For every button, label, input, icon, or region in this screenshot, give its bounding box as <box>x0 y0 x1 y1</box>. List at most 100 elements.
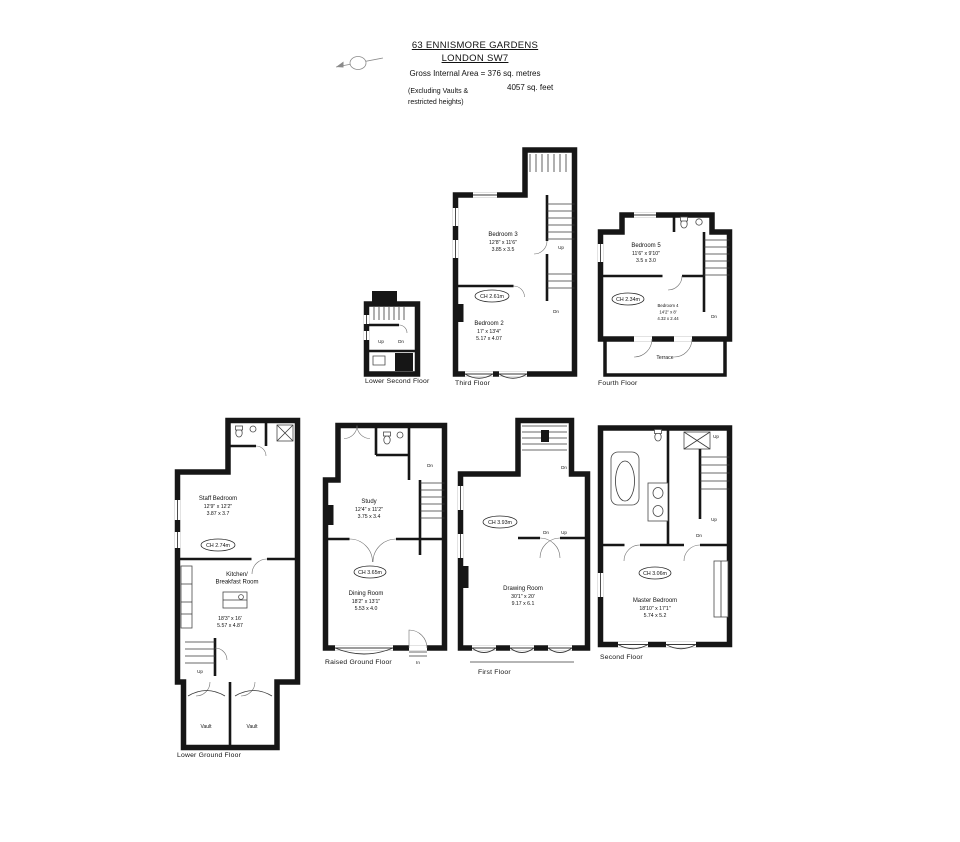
room-name: Staff Bedroom <box>199 496 237 502</box>
toilet-cistern-icon <box>654 429 662 434</box>
floor-label-lower-second: Lower Second Floor <box>365 378 430 385</box>
plan-lower-second-floor: Up Dn <box>363 291 421 377</box>
compass-arrowhead <box>336 61 344 68</box>
room-name: Bedroom 5 <box>631 243 661 249</box>
stair-up-label: Up <box>378 339 384 344</box>
sink-icon <box>695 218 703 226</box>
stair-core-block <box>541 430 549 442</box>
plan-third-floor: Up Bedroom 3 12'8" x 11'6" 3.85 x 3.5 CH… <box>452 147 578 379</box>
entrance-in-label: In <box>416 660 420 665</box>
bathtub-icon <box>610 451 640 506</box>
french-windows <box>471 647 573 653</box>
room-dims-imperial: 12'9" x 12'2" <box>204 504 233 510</box>
bay-window <box>617 644 697 650</box>
plan-fourth-floor: Dn Bedroom 5 11'6" x 9'10" 3.5 x 3.0 CH … <box>597 212 733 377</box>
outer-wall <box>597 212 733 342</box>
outer-wall <box>452 147 578 377</box>
room-dims-metric: 3.75 x 3.4 <box>358 514 381 520</box>
chimney-block <box>460 566 469 588</box>
stair-up-label: Up <box>711 517 717 522</box>
door-arc <box>667 275 683 291</box>
gross-area-imperial: 4057 sq. feet <box>507 83 554 92</box>
window-pane <box>455 194 497 258</box>
solid-block <box>395 353 413 371</box>
ceiling-height-oval <box>200 538 236 552</box>
stairs <box>547 203 575 240</box>
entrance-door-arc <box>408 629 428 649</box>
excluding-note-line2: restricted heights) <box>408 99 464 106</box>
ceiling-height-oval <box>482 515 518 529</box>
room-dims-imperial: 14'2" x 8' <box>659 310 676 315</box>
floor-label-raised-ground: Raised Ground Floor <box>325 659 392 666</box>
door-arc <box>513 285 525 298</box>
room-name: Bedroom 2 <box>474 321 504 327</box>
sink-icon <box>249 425 257 433</box>
vault-arch <box>187 690 273 697</box>
ceiling-height-oval <box>611 292 645 306</box>
room-dims-metric: 3.85 x 3.5 <box>492 247 515 253</box>
door-arc <box>255 445 267 457</box>
double-door-arcs <box>539 537 561 559</box>
plan-raised-ground-floor: Dn Study 12'4" x 11'2" 3.75 x 3.4 CH 3.6… <box>322 422 448 665</box>
ceiling-height-oval <box>353 565 387 579</box>
stair-up-label: Up <box>197 669 203 674</box>
entrance-steps <box>409 651 427 657</box>
bay-window <box>334 647 394 655</box>
plan-second-floor: Up Up Dn CH 3.06m Master Bedroom 18'10" … <box>597 425 733 650</box>
sink-icon <box>652 505 664 517</box>
room-dims-metric: 3.5 x 3.0 <box>636 258 656 264</box>
stairs <box>704 239 730 276</box>
double-door-arcs <box>349 538 397 563</box>
floor-label-second: Second Floor <box>600 654 643 661</box>
plan-lower-ground-floor: Staff Bedroom 12'9" x 12'2" 3.87 x 3.7 C… <box>174 417 301 751</box>
plan-first-floor: Dn Dn Up CH 3.93m Drawing Room 30'1" x 2… <box>457 417 591 663</box>
ceiling-height-label: CH 3.93m <box>488 520 512 526</box>
room-dims-imperial: 12'4" x 11'2" <box>355 507 383 513</box>
island-sink-icon <box>238 594 244 600</box>
sink-icon <box>396 431 404 439</box>
ceiling-height-label: CH 2.34m <box>616 297 640 303</box>
room-name: Drawing Room <box>503 586 543 592</box>
room-name-line1: Kitchen/ <box>226 572 248 578</box>
gross-area-metric: Gross Internal Area = 376 sq. metres <box>409 69 541 78</box>
excluding-note-line1: (Excluding Vaults & <box>408 88 469 95</box>
stair-dn-label: Dn <box>711 314 717 319</box>
toilet-cistern-icon <box>235 425 243 431</box>
room-name: Bedroom 3 <box>488 232 518 238</box>
floor-label-fourth: Fourth Floor <box>598 380 638 387</box>
stair-up-label: Up <box>713 434 719 439</box>
ceiling-height-label: CH 3.65m <box>358 570 382 576</box>
stairs <box>373 307 405 320</box>
door-arc <box>195 681 256 697</box>
property-title: 63 ENNISMORE GARDENS <box>411 40 539 51</box>
door-arc <box>623 544 701 562</box>
room-dims-metric: 5.17 x 4.07 <box>476 336 502 342</box>
ceiling-height-label: CH 2.61m <box>480 294 504 300</box>
outer-wall <box>174 417 301 751</box>
chimney-block <box>372 291 397 304</box>
sink-icon <box>652 487 664 499</box>
vault-label: Vault <box>246 724 258 730</box>
shower-cross <box>276 424 294 442</box>
kitchen-counter <box>180 565 193 629</box>
stairs <box>700 456 730 490</box>
property-city: LONDON SW7 <box>441 53 509 64</box>
chimney-block <box>325 505 334 525</box>
appliance-lines <box>181 583 192 615</box>
room-name: Bedroom 4 <box>657 303 679 308</box>
stair-up-label: Up <box>561 530 567 535</box>
closet-door-arcs <box>343 425 371 439</box>
stairs <box>185 641 215 664</box>
room-dims-imperial: 12'8" x 11'6" <box>489 240 517 246</box>
room-dims-metric: 3.87 x 3.7 <box>207 511 230 517</box>
door-arc <box>633 338 693 358</box>
door-arc <box>214 647 228 661</box>
toilet-icon <box>383 435 391 445</box>
bathtub-basin <box>615 460 635 502</box>
vault-label: Vault <box>200 724 212 730</box>
stair-up-label: Up <box>558 245 564 250</box>
room-name-line2: Breakfast Room <box>215 580 258 586</box>
room-name: Dining Room <box>349 591 384 597</box>
door-arc <box>398 324 408 334</box>
